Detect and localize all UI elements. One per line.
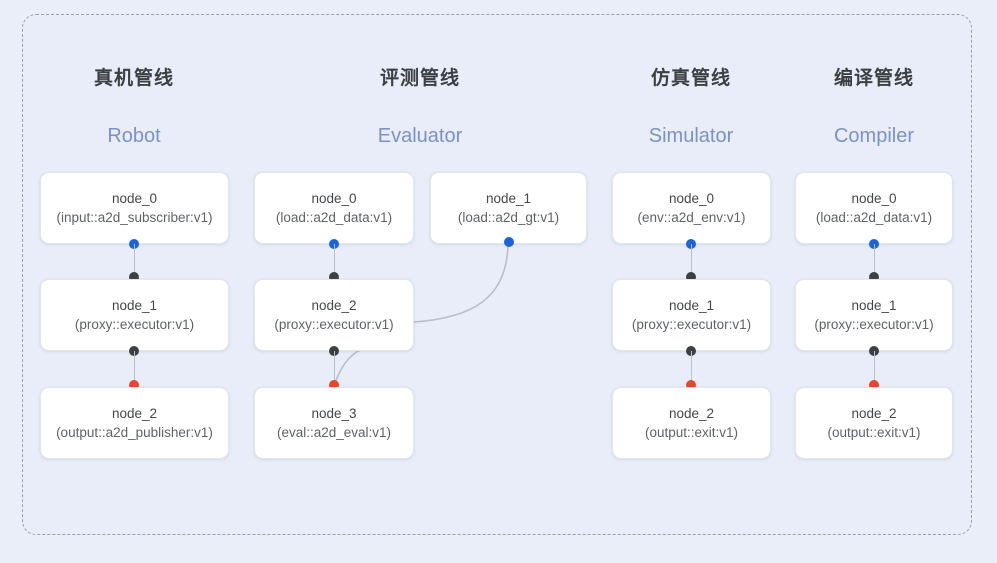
node-spec: (output::a2d_publisher:v1) <box>56 425 213 440</box>
column-title-en-robot: Robot <box>107 125 161 147</box>
node-name: node_1 <box>668 298 715 313</box>
port-in-dark-evaluator-2 <box>329 272 339 282</box>
link-simulator-1-2 <box>690 351 692 383</box>
node-simulator-1[interactable]: node_1 (proxy::executor:v1) <box>612 279 771 351</box>
node-compiler-0[interactable]: node_0 (load::a2d_data:v1) <box>795 172 953 244</box>
port-in-red-compiler-2 <box>869 380 879 390</box>
node-robot-1[interactable]: node_1 (proxy::executor:v1) <box>40 279 229 351</box>
port-in-dark-robot-1 <box>129 272 139 282</box>
node-spec: (load::a2d_data:v1) <box>815 210 933 225</box>
link-evaluator-0-2 <box>333 244 335 276</box>
column-title-cn-simulator: 仿真管线 <box>650 68 731 89</box>
node-name: node_1 <box>851 298 897 313</box>
node-name: node_0 <box>111 191 158 206</box>
column-title-cn-compiler: 编译管线 <box>833 68 914 89</box>
node-spec: (input::a2d_subscriber:v1) <box>56 210 213 225</box>
column-title-cn-evaluator: 评测管线 <box>379 68 460 89</box>
node-spec: (load::a2d_gt:v1) <box>457 210 560 225</box>
node-evaluator-1[interactable]: node_1 (load::a2d_gt:v1) <box>430 172 587 244</box>
node-spec: (proxy::executor:v1) <box>631 317 752 332</box>
node-name: node_2 <box>111 406 158 421</box>
node-name: node_2 <box>668 406 715 421</box>
node-spec: (proxy::executor:v1) <box>74 317 195 332</box>
node-spec: (env::a2d_env:v1) <box>637 210 746 225</box>
node-simulator-0[interactable]: node_0 (env::a2d_env:v1) <box>612 172 771 244</box>
link-compiler-0-1 <box>873 244 875 276</box>
node-robot-2[interactable]: node_2 (output::a2d_publisher:v1) <box>40 387 229 459</box>
port-in-red-simulator-2 <box>686 380 696 390</box>
node-name: node_2 <box>851 406 897 421</box>
node-spec: (output::exit:v1) <box>644 425 739 440</box>
node-name: node_1 <box>485 191 532 206</box>
node-spec: (proxy::executor:v1) <box>274 317 394 332</box>
node-spec: (output::exit:v1) <box>827 425 921 440</box>
node-name: node_0 <box>668 191 715 206</box>
node-spec: (eval::a2d_eval:v1) <box>276 425 392 440</box>
node-evaluator-0[interactable]: node_0 (load::a2d_data:v1) <box>254 172 414 244</box>
link-compiler-1-2 <box>873 351 875 383</box>
node-name: node_1 <box>111 298 158 313</box>
port-out-blue-evaluator-1 <box>504 237 514 247</box>
node-name: node_0 <box>851 191 897 206</box>
link-evaluator-2-3 <box>333 351 335 383</box>
node-name: node_0 <box>311 191 357 206</box>
node-robot-0[interactable]: node_0 (input::a2d_subscriber:v1) <box>40 172 229 244</box>
link-robot-1-2 <box>133 351 135 383</box>
column-title-en-simulator: Simulator <box>648 125 734 147</box>
link-robot-0-1 <box>133 244 135 276</box>
node-evaluator-2[interactable]: node_2 (proxy::executor:v1) <box>254 279 414 351</box>
column-title-en-evaluator: Evaluator <box>377 125 463 147</box>
port-in-dark-compiler-1 <box>869 272 879 282</box>
column-title-en-compiler: Compiler <box>833 125 915 147</box>
node-name: node_2 <box>311 298 357 313</box>
node-compiler-2[interactable]: node_2 (output::exit:v1) <box>795 387 953 459</box>
node-spec: (load::a2d_data:v1) <box>275 210 393 225</box>
node-name: node_3 <box>311 406 357 421</box>
port-in-red-evaluator-3 <box>329 380 339 390</box>
node-simulator-2[interactable]: node_2 (output::exit:v1) <box>612 387 771 459</box>
port-in-red-robot-2 <box>129 380 139 390</box>
port-in-dark-simulator-1 <box>686 272 696 282</box>
column-title-cn-robot: 真机管线 <box>93 68 174 89</box>
node-evaluator-3[interactable]: node_3 (eval::a2d_eval:v1) <box>254 387 414 459</box>
node-spec: (proxy::executor:v1) <box>814 317 934 332</box>
link-simulator-0-1 <box>690 244 692 276</box>
node-compiler-1[interactable]: node_1 (proxy::executor:v1) <box>795 279 953 351</box>
